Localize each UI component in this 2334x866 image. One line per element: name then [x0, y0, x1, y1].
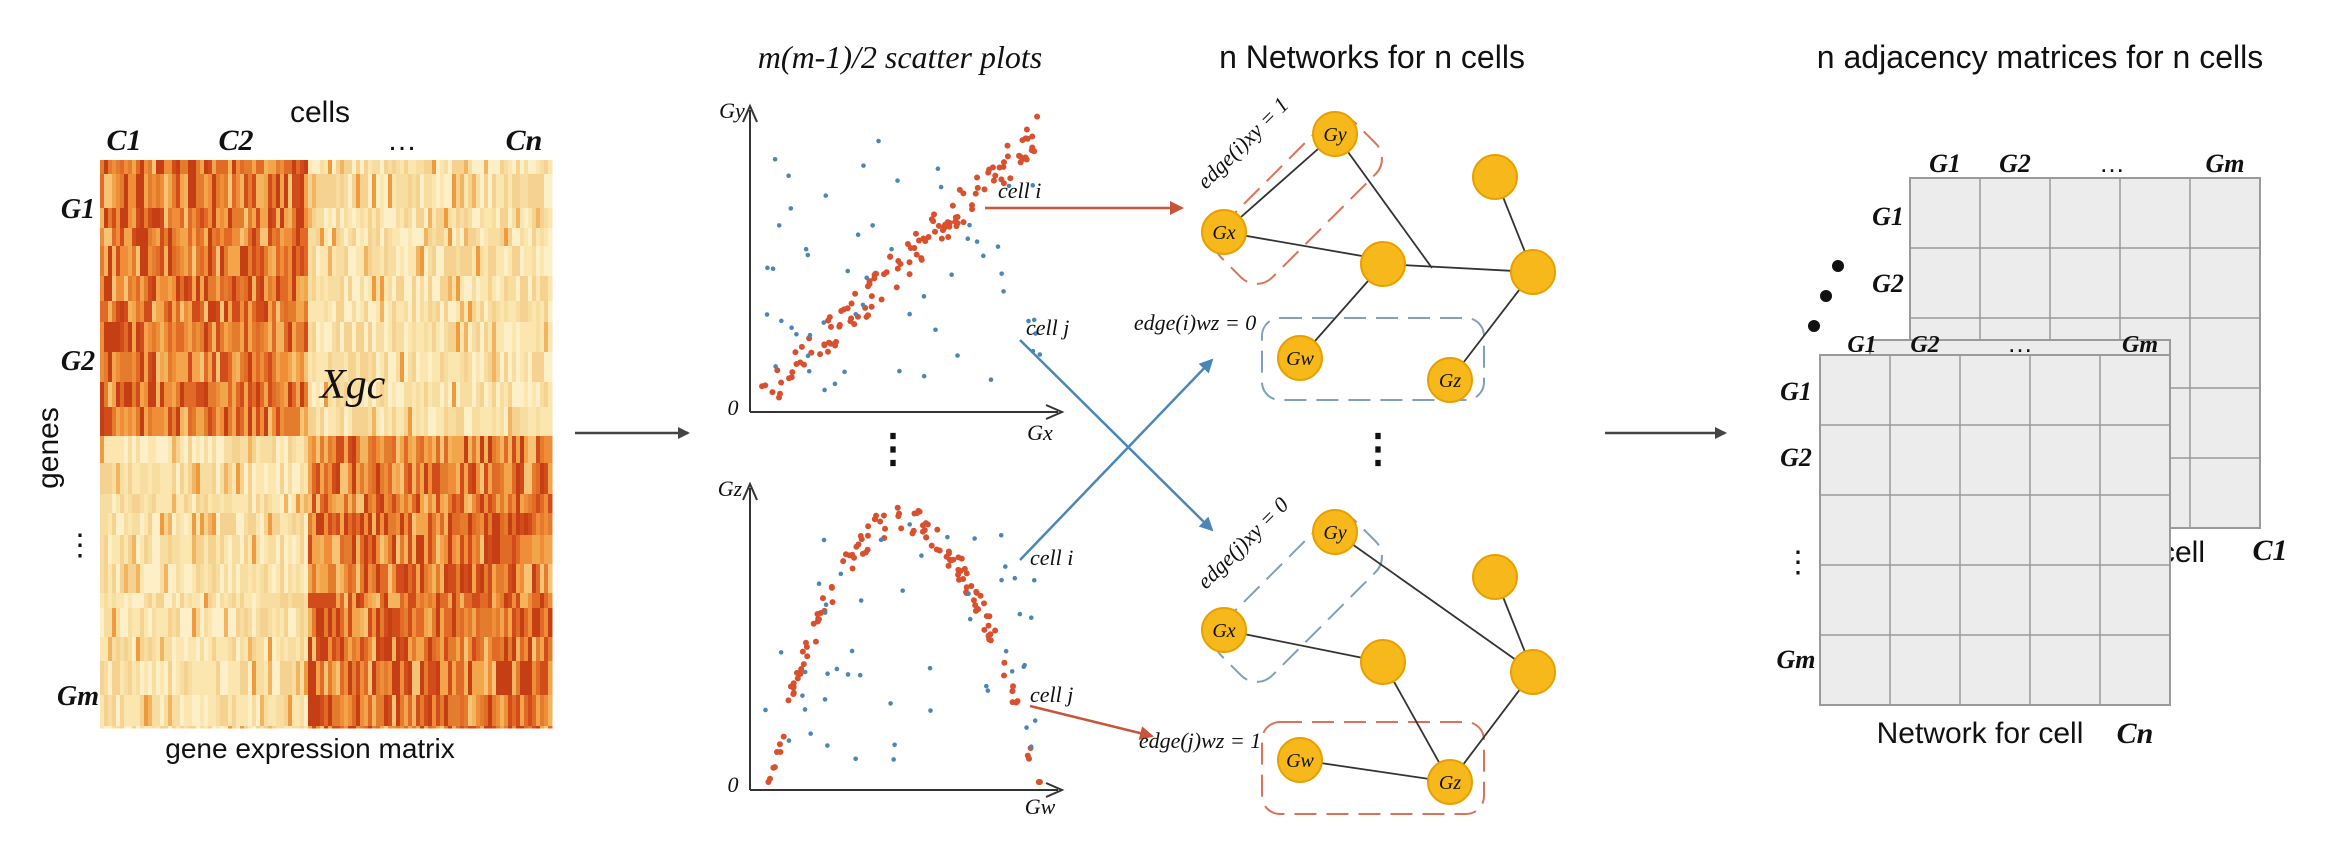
- net1-box-wz: [1261, 317, 1485, 401]
- heatmap-caption: gene expression matrix: [165, 733, 454, 764]
- plot1-y-label: Gy: [719, 98, 745, 123]
- cells-label: cells: [290, 96, 350, 129]
- matrices-panel: n adjacency matrices for n cells G1 G2 ……: [1777, 39, 2288, 750]
- front-cell-id: Cn: [2117, 717, 2154, 750]
- net1-node-right: [1510, 249, 1556, 295]
- arrow-blue-cell-j-down: [1019, 339, 1214, 532]
- net2-node-mid: [1360, 639, 1406, 685]
- networks-vdots: ⋮: [1358, 427, 1398, 471]
- plot1-x-label: Gx: [1027, 420, 1053, 445]
- net2-node-right: [1510, 649, 1556, 695]
- heatmap-grid: [100, 160, 553, 729]
- net1-node-gw: [1277, 335, 1323, 381]
- plot1-cell-j: cell j: [1026, 315, 1069, 340]
- back-col-g1: G1: [1929, 149, 1961, 178]
- net1-edge-xy-label: edge(i)xy = 1: [1192, 92, 1294, 194]
- plot2-cell-i: cell i: [1030, 545, 1073, 570]
- net2-label-gx: Gx: [1212, 620, 1235, 642]
- network-1: Gx Gy Gw Gz edge(i)xy = 1 edge(i)wz = 0: [1134, 92, 1556, 403]
- mid-col-g2: G2: [1910, 332, 1939, 358]
- networks-title: n Networks for n cells: [1219, 39, 1525, 75]
- net1-box-xy: [1213, 115, 1383, 285]
- back-col-gm: Gm: [2206, 149, 2245, 178]
- plot2-x-label: Gw: [1025, 794, 1056, 819]
- stack-dot-3: [1808, 320, 1820, 332]
- back-cell-id: C1: [2252, 534, 2287, 567]
- scatter-plot-1: Gy Gx 0 cell i cell j: [719, 98, 1069, 445]
- front-row-g1: G1: [1780, 377, 1812, 406]
- stack-dot-1: [1832, 260, 1844, 272]
- heatmap-col-label-dots: …: [387, 124, 417, 157]
- stack-dot-2: [1820, 290, 1832, 302]
- front-caption: Network for cell: [1877, 717, 2084, 750]
- plot1-points: [759, 113, 1043, 401]
- net1-node-gy: [1312, 111, 1358, 157]
- net2-edge-xy-label: edge(j)xy = 0: [1192, 492, 1294, 594]
- net2-edge-wz-label: edge(j)wz = 1: [1139, 728, 1261, 753]
- net1-label-gz: Gz: [1439, 370, 1461, 392]
- net1-node-top: [1472, 154, 1518, 200]
- heatmap-col-label-c1: C1: [106, 124, 141, 157]
- mid-col-dots: …: [2007, 328, 2033, 358]
- front-row-g2: G2: [1780, 443, 1812, 472]
- heatmap-row-label-g1: G1: [61, 194, 95, 225]
- genes-label: genes: [32, 407, 65, 489]
- net1-label-gw: Gw: [1286, 348, 1314, 370]
- heatmap-panel: cells C1 C2 … Cn G1 G2 ⋮ Gm genes Xgc ge…: [32, 96, 553, 764]
- front-row-gm: Gm: [1777, 645, 1816, 674]
- net2-box-xy: [1213, 513, 1383, 683]
- heatmap-row-label-g2: G2: [61, 346, 95, 377]
- front-row-dots: ⋮: [1783, 546, 1813, 579]
- net1-label-gy: Gy: [1323, 124, 1346, 146]
- heatmap-row-label-dots: ⋮: [65, 529, 95, 562]
- net2-node-top: [1472, 554, 1518, 600]
- arrow-blue-cell-i-up: [1019, 358, 1214, 561]
- heatmap-col-label-c2: C2: [218, 124, 253, 157]
- back-row-g1: G1: [1872, 202, 1904, 231]
- plot2-points: [763, 504, 1043, 785]
- net1-node-gx: [1201, 209, 1247, 255]
- net2-node-gz: [1427, 759, 1473, 805]
- matrices-title: n adjacency matrices for n cells: [1817, 39, 2263, 75]
- network-2: Gx Gy Gw Gz edge(j)xy = 0 edge(j)wz = 1: [1139, 492, 1556, 815]
- plot1-origin: 0: [728, 395, 739, 420]
- mid-col-g1: G1: [1847, 332, 1876, 358]
- scatter-panel: m(m-1)/2 scatter plots Gy Gx 0 cell i ce…: [718, 39, 1074, 819]
- heatmap-row-label-gm: Gm: [57, 681, 99, 712]
- scatter-title: m(m-1)/2 scatter plots: [758, 39, 1042, 75]
- plot2-y-label: Gz: [718, 476, 743, 501]
- net2-node-gy: [1312, 509, 1358, 555]
- net2-node-gx: [1201, 607, 1247, 653]
- matrix-front: G1 G2 ⋮ Gm Network for cell Cn: [1777, 354, 2171, 750]
- back-col-dots: …: [2099, 148, 2125, 178]
- plot2-cell-j: cell j: [1030, 682, 1073, 707]
- cell-value-label: Xgc: [318, 362, 386, 408]
- networks-panel: n Networks for n cells Gx Gy Gw Gz edge(…: [1134, 39, 1556, 815]
- net1-node-mid: [1360, 241, 1406, 287]
- net1-label-gx: Gx: [1212, 222, 1235, 244]
- arrow-red-cell-j: [1029, 704, 1154, 740]
- scatter-plot-2: Gz Gw 0 cell i cell j: [718, 476, 1074, 819]
- net1-edge-wz-label: edge(i)wz = 0: [1134, 310, 1256, 335]
- net2-box-wz: [1261, 721, 1485, 815]
- scatter-vdots: ⋮: [873, 427, 913, 471]
- back-col-g2: G2: [1999, 149, 2031, 178]
- back-row-g2: G2: [1872, 269, 1904, 298]
- mid-col-gm: Gm: [2122, 332, 2158, 358]
- heatmap-col-label-cn: Cn: [506, 124, 543, 157]
- plot1-cell-i: cell i: [998, 178, 1041, 203]
- net2-label-gy: Gy: [1323, 522, 1346, 544]
- net1-node-gz: [1427, 357, 1473, 403]
- net2-label-gz: Gz: [1439, 772, 1461, 794]
- plot2-origin: 0: [728, 772, 739, 797]
- net2-node-gw: [1277, 737, 1323, 783]
- net2-label-gw: Gw: [1286, 750, 1314, 772]
